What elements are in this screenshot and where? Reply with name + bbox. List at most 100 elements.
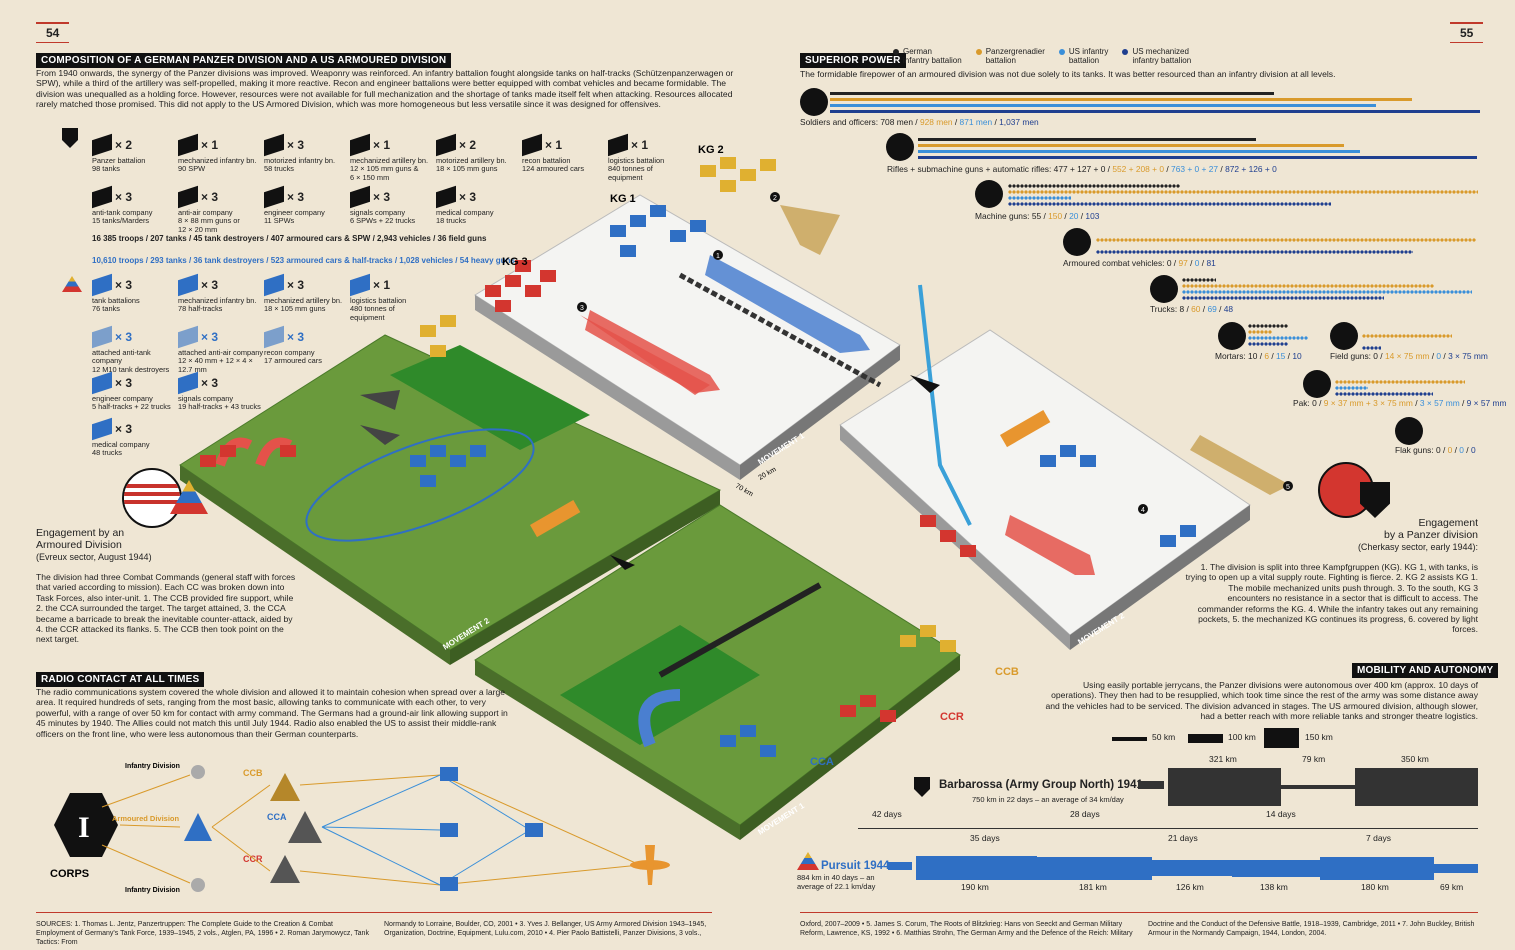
german-engagement-title-block: Engagement by a Panzer division (Cherkas… — [1250, 517, 1478, 553]
legend-label: Panzergrenadier battalion — [985, 47, 1045, 65]
stat-sep: / — [1200, 304, 1208, 314]
stat-sep: / — [1441, 351, 1449, 361]
stat-sep: / — [1199, 258, 1207, 268]
legend-dot — [975, 49, 982, 55]
ccr-map-label: CCR — [940, 711, 964, 723]
unit-header: × 2 — [92, 133, 174, 157]
stat-sep: / — [1257, 351, 1265, 361]
legend-label: US mechanized infantry battalion — [1132, 47, 1192, 65]
sources-col2: Normandy to Lorraine, Boulder, CO, 2001 … — [384, 921, 707, 937]
stat-value: 20 — [1069, 211, 1079, 221]
stat-sep: / — [1429, 351, 1437, 361]
stat-icon — [1330, 322, 1358, 350]
stat-dots — [1248, 330, 1272, 334]
unit-label: logistics battalion 480 tonnes of equipm… — [350, 296, 407, 322]
unit-header: × 3 — [350, 185, 432, 209]
ccr-triangle-icon — [270, 855, 300, 883]
legend-item: US infantry battalion — [1058, 47, 1108, 65]
field-patch — [560, 625, 760, 745]
pursuit-tank-icon — [888, 862, 912, 870]
tile-edge — [1070, 505, 1250, 650]
marker-1: 1 — [716, 253, 720, 260]
unit-header: × 1 — [522, 133, 604, 157]
armoured-label: Armoured Division — [112, 814, 180, 823]
stat-bar — [830, 104, 1376, 107]
stat-sep: / — [1216, 304, 1224, 314]
page-number-left: 54 — [36, 22, 70, 43]
railway — [678, 272, 882, 388]
barbarossa-km-label: 79 km — [1302, 754, 1326, 764]
mobility-title: MOBILITY AND AUTONOMY — [1352, 660, 1499, 678]
infantry-bottom-icon — [191, 878, 205, 892]
composition-intro: From 1940 onwards, the synergy of the Pa… — [36, 68, 734, 110]
stat-value: 60 — [1191, 304, 1201, 314]
stat-label: Armoured combat vehicles: 0 / 97 / 0 / 8… — [1063, 258, 1216, 268]
stat-value: 0 — [1470, 445, 1476, 455]
unit-label: engineer company 5 half-tracks + 22 truc… — [92, 394, 171, 412]
unit-vehicle-icon — [92, 185, 112, 209]
stat-dots — [1182, 290, 1472, 294]
stat-dots — [1335, 392, 1433, 396]
stat-bar — [830, 92, 1274, 95]
legend-dot — [893, 49, 899, 55]
us-armored-emblem-icon — [62, 276, 82, 292]
unit-vehicle-icon — [92, 273, 112, 297]
train-orange — [1000, 410, 1051, 448]
stat-value: 0 — [1194, 258, 1200, 268]
stat-value: 6 — [1264, 351, 1270, 361]
unit-header: × 3 — [92, 417, 182, 441]
stat-name: Rifles + submachine guns + automatic rif… — [887, 164, 1054, 174]
stat-icon — [1395, 417, 1423, 445]
days-21: 21 days — [1168, 833, 1198, 843]
us-engagement-text: The division had three Combat Commands (… — [36, 572, 296, 645]
us-engagement-subtitle: (Evreux sector, August 1944) — [36, 552, 152, 562]
pursuit-segment — [1152, 860, 1232, 876]
german-engagement-text: 1. The division is split into three Kamp… — [1185, 562, 1478, 635]
days-35: 35 days — [970, 833, 1000, 843]
isometric-battle-maps: KG 2 KG 1 KG 3 MOVEMENT 1 MOVEMENT 2 MOV… — [179, 144, 1293, 840]
stat-label: Rifles + submachine guns + automatic rif… — [887, 164, 1277, 174]
stat-dots — [1008, 202, 1331, 206]
unit-label: motorized infantry bn. 58 trucks — [264, 156, 336, 174]
tile-edge — [740, 655, 960, 840]
superior-title: SUPERIOR POWER — [800, 50, 906, 68]
kg3-label: KG 3 — [502, 256, 528, 268]
pursuit-segment — [1232, 859, 1320, 877]
stat-icon — [1150, 275, 1178, 303]
stat-value: 15 — [1276, 351, 1286, 361]
legend-item: Panzergrenadier battalion — [975, 47, 1045, 65]
stat-sep: / — [1452, 445, 1460, 455]
panzer-south-red-units — [920, 515, 976, 557]
infantry-bottom-label: Infantry Division — [125, 887, 180, 894]
divider — [36, 912, 712, 913]
radio-title: RADIO CONTACT AT ALL TIMES — [36, 669, 205, 687]
unit-header: × 2 — [436, 133, 518, 157]
pursuit-km-label: 180 km — [1361, 882, 1389, 892]
stat-value: 103 — [1085, 211, 1100, 221]
river — [918, 284, 972, 526]
stat-value: 0 — [1436, 351, 1442, 361]
tile-edge — [475, 295, 740, 480]
unit-multiplier: × 3 — [373, 189, 391, 204]
unit-multiplier: × 3 — [287, 189, 305, 204]
unit-label: recon battalion 124 armoured cars — [522, 156, 585, 174]
kg1-label: KG 1 — [610, 193, 636, 205]
train-orange — [530, 500, 581, 538]
unit-label: medical company 18 trucks — [436, 208, 494, 226]
unit-multiplier: × 3 — [201, 329, 219, 344]
scale-20km: 20 km — [758, 466, 778, 482]
stat-name: Armoured combat vehicles: — [1063, 258, 1167, 268]
stat-dots — [1182, 284, 1434, 288]
stat-value: 871 men — [959, 117, 993, 127]
stat-bar — [830, 98, 1412, 101]
stat-dots — [1182, 278, 1216, 282]
stat-value: 8 — [1179, 304, 1185, 314]
barbarossa-subtitle: 750 km in 22 days – an average of 34 km/… — [972, 795, 1124, 804]
